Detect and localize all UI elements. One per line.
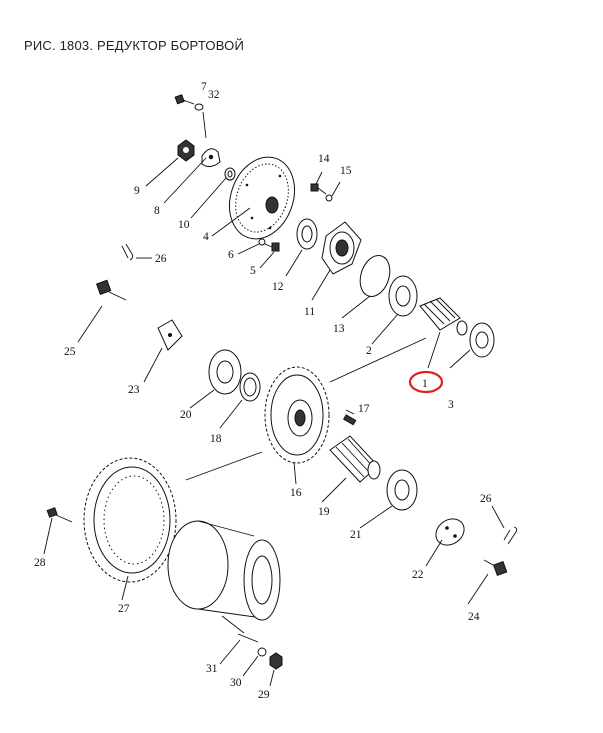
callout-27: 27 — [118, 603, 130, 615]
diagram-title: РИС. 1803. РЕДУКТОР БОРТОВОЙ — [24, 38, 244, 53]
part-washer-30 — [257, 647, 267, 657]
callout-14: 14 — [318, 153, 330, 165]
part-splined-shaft-19 — [329, 435, 381, 483]
callout-5: 5 — [250, 265, 256, 277]
callout-7: 7 — [201, 81, 207, 93]
callout-24: 24 — [468, 611, 480, 623]
callout-9: 9 — [134, 185, 140, 197]
callout-20: 20 — [180, 409, 192, 421]
callout-17: 17 — [358, 403, 370, 415]
callout-labels: 1 2 3 4 5 6 7 8 9 10 11 12 13 14 15 16 1… — [34, 81, 492, 701]
callout-25: 25 — [64, 346, 76, 358]
part-bearing-20 — [208, 349, 242, 395]
part-washer-10 — [224, 167, 236, 181]
part-bolt-24 — [483, 559, 508, 576]
callout-23: 23 — [128, 384, 140, 396]
callout-28: 28 — [34, 557, 46, 569]
callout-31: 31 — [206, 663, 218, 675]
callout-6: 6 — [228, 249, 234, 261]
callout-29: 29 — [258, 689, 270, 701]
part-cotter-pin-26a — [121, 243, 134, 261]
callout-32: 32 — [208, 89, 220, 101]
part-bearing-3 — [469, 322, 495, 358]
part-key-17 — [342, 414, 357, 426]
assembly-lines — [185, 337, 427, 634]
part-bearing-21 — [386, 469, 418, 511]
callout-8: 8 — [154, 205, 160, 217]
part-ring-gear-27 — [83, 457, 177, 583]
callout-18: 18 — [210, 433, 222, 445]
callout-22: 22 — [412, 569, 424, 581]
part-lock-plate-8 — [201, 148, 221, 168]
part-housing-11 — [321, 221, 362, 275]
part-seal-18 — [239, 372, 261, 402]
callout-10: 10 — [178, 219, 190, 231]
part-cotter-pin-26b — [503, 526, 518, 545]
part-bolt-14 — [310, 183, 333, 202]
part-bolt-7 — [174, 94, 207, 139]
callout-11: 11 — [304, 306, 315, 318]
callout-1: 1 — [422, 378, 428, 390]
callout-3: 3 — [448, 399, 454, 411]
part-bearing-2 — [388, 275, 418, 317]
callout-21: 21 — [350, 529, 362, 541]
callout-26-lower: 26 — [480, 493, 492, 505]
part-bolt-25 — [95, 279, 127, 301]
part-nut-29 — [269, 652, 283, 670]
part-stud-31 — [237, 633, 259, 643]
callout-30: 30 — [230, 677, 242, 689]
callout-26-upper: 26 — [155, 253, 167, 265]
part-bolt-5 — [258, 238, 280, 252]
part-o-ring-13 — [359, 255, 391, 297]
callout-13: 13 — [333, 323, 345, 335]
part-bearing-12 — [296, 218, 318, 250]
part-lock-plate-23 — [157, 319, 183, 351]
part-gear-16 — [264, 366, 330, 464]
part-hub-carrier — [167, 520, 281, 621]
part-nut-9 — [177, 139, 195, 162]
part-cover-4 — [229, 156, 295, 240]
callout-19: 19 — [318, 506, 330, 518]
callout-16: 16 — [290, 487, 302, 499]
callout-2: 2 — [366, 345, 372, 357]
callout-15: 15 — [340, 165, 352, 177]
leader-lines — [43, 157, 505, 687]
part-pinion-shaft-1 — [419, 297, 468, 336]
highlight-circle — [408, 370, 444, 394]
part-cover-22 — [435, 518, 465, 546]
part-bolt-28 — [46, 507, 73, 523]
callout-4: 4 — [203, 231, 209, 243]
callout-12: 12 — [272, 281, 284, 293]
